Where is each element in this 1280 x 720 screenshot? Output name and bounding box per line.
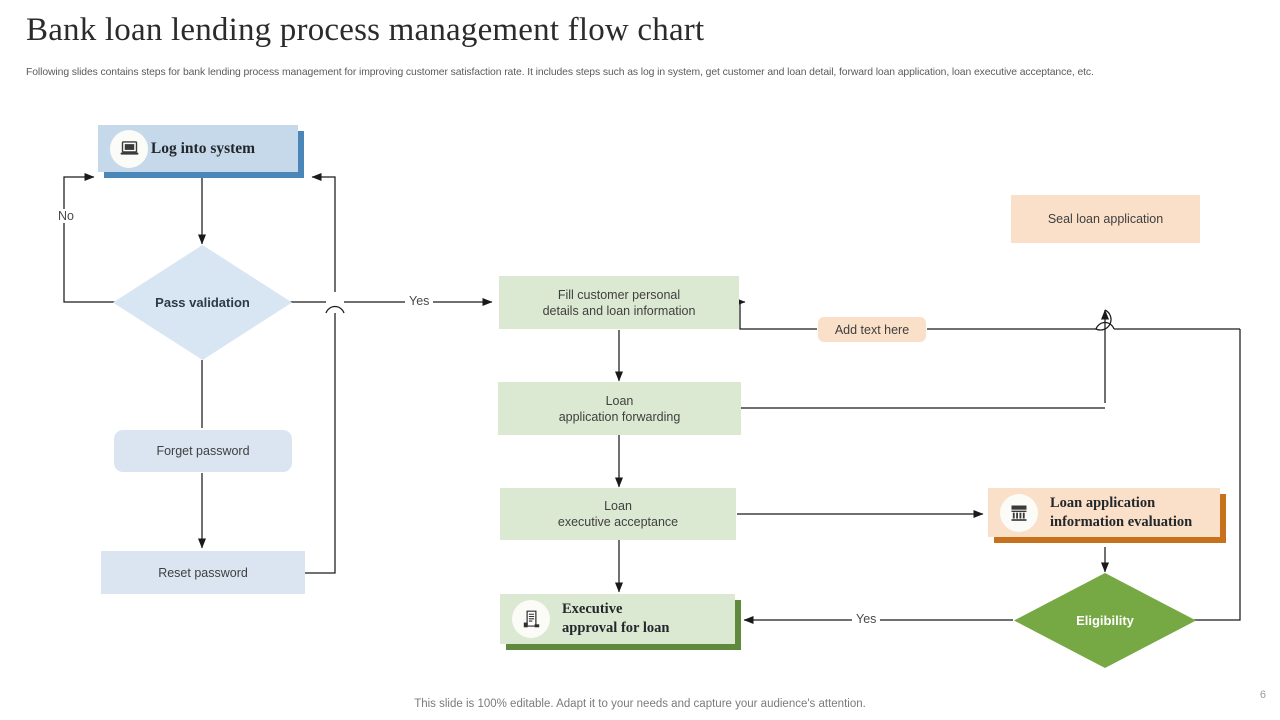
node-label: Reset password xyxy=(158,565,248,580)
node-label: Log into system xyxy=(150,140,256,157)
node-fill-customer-details[interactable]: Fill customer personal details and loan … xyxy=(499,276,739,329)
node-label: Fill customer personal details and loan … xyxy=(542,287,696,318)
node-label: Loan application information evaluation xyxy=(1050,494,1193,530)
page-number: 6 xyxy=(1259,689,1266,701)
contract-document-icon xyxy=(512,600,550,638)
node-label: Pass validation xyxy=(155,295,250,310)
node-seal-loan-application[interactable]: Seal loan application xyxy=(1011,195,1200,243)
node-loan-application-forwarding[interactable]: Loan application forwarding xyxy=(498,382,741,435)
edge-reset-to-login xyxy=(305,177,336,574)
bank-building-icon xyxy=(1000,493,1038,532)
node-loan-application-evaluation[interactable]: Loan application information evaluation xyxy=(988,488,1226,543)
edge-label-yes-validation: Yes xyxy=(405,294,434,308)
node-label: Executive approval for loan xyxy=(562,601,670,636)
node-log-into-system[interactable]: Log into system xyxy=(98,125,304,178)
edge-addtext-to-fill xyxy=(735,297,817,330)
edge-label-no: No xyxy=(54,209,78,223)
node-label: Loan executive acceptance xyxy=(557,499,679,529)
node-forget-password[interactable]: Forget password xyxy=(114,430,292,472)
node-eligibility[interactable]: Eligibility xyxy=(1014,573,1196,668)
node-label: Seal loan application xyxy=(1047,212,1164,226)
page-subtitle: Following slides contains steps for bank… xyxy=(26,67,1094,78)
line-hop-right xyxy=(1095,309,1115,331)
laptop-icon xyxy=(110,129,148,168)
node-label: Forget password xyxy=(156,444,250,458)
node-pass-validation[interactable]: Pass validation xyxy=(113,245,292,360)
node-label: Eligibility xyxy=(1076,613,1134,628)
line-hop-left xyxy=(325,305,345,314)
node-loan-executive-acceptance[interactable]: Loan executive acceptance xyxy=(500,488,736,540)
slide-footer-note: This slide is 100% editable. Adapt it to… xyxy=(414,698,866,710)
node-label: Loan application forwarding xyxy=(558,393,681,424)
node-executive-approval[interactable]: Executive approval for loan xyxy=(500,594,741,650)
node-reset-password[interactable]: Reset password xyxy=(101,551,305,594)
edge-label-yes-eligibility: Yes xyxy=(852,612,881,626)
node-label: Add text here xyxy=(834,322,910,337)
node-add-text-here[interactable]: Add text here xyxy=(818,317,926,342)
page-title: Bank loan lending process management flo… xyxy=(26,12,705,48)
